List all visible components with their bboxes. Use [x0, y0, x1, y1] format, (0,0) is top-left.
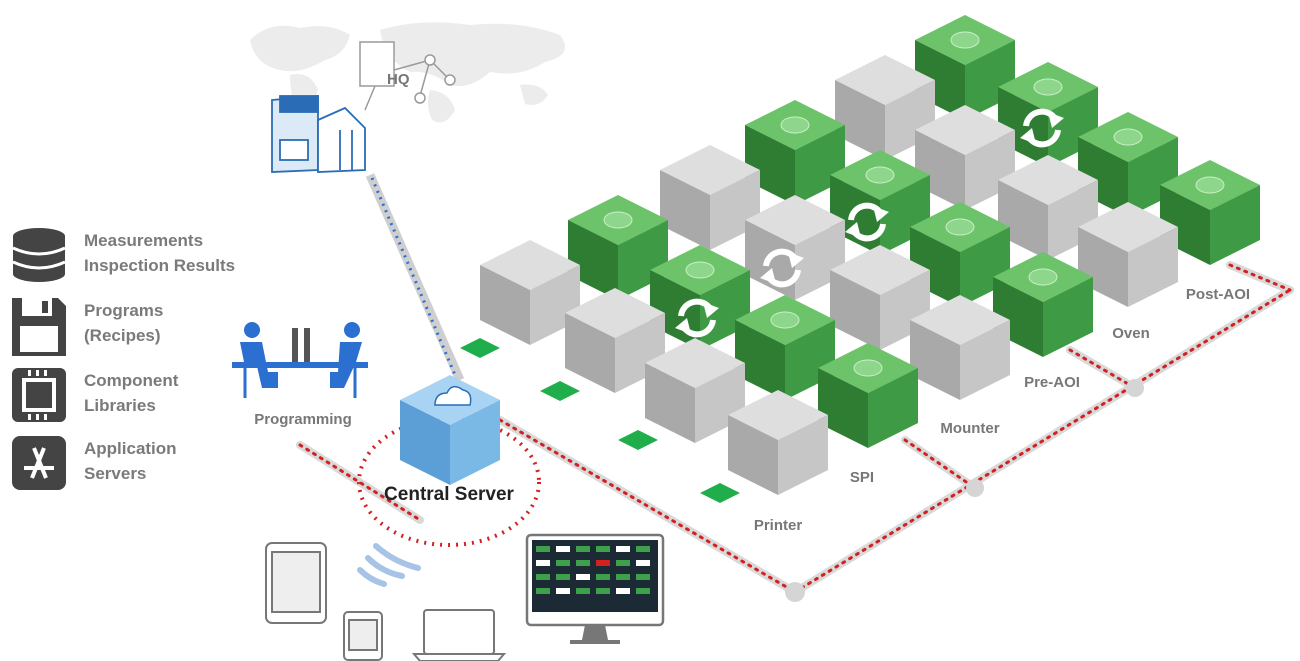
cube-face: [1210, 185, 1260, 265]
inspection-lens: [685, 261, 715, 279]
inspection-lens: [950, 31, 980, 49]
cube-face: [818, 368, 868, 448]
legend-label-line: Servers: [84, 464, 147, 483]
inspection-machine-cube: [735, 295, 835, 400]
conveyor-tab: [700, 483, 740, 503]
cube-face: [960, 320, 1010, 400]
legend-label: Programs (Recipes): [84, 298, 163, 348]
inspection-lens: [865, 166, 895, 184]
station-label-pre-aoi: Pre-AOI: [1024, 374, 1080, 391]
inspection-lens: [1028, 268, 1058, 286]
legend-label-line: Application: [84, 439, 177, 458]
programmers-icon: [232, 322, 368, 398]
cube-face: [735, 320, 785, 400]
sync-arrowhead: [1048, 112, 1064, 128]
hq-link-dots: [370, 177, 457, 376]
central-server-cube[interactable]: [400, 375, 500, 485]
sync-arrowhead: [788, 252, 804, 268]
sync-arrows-icon: [760, 248, 804, 288]
cube-face: [480, 265, 530, 345]
sync-arrows-icon: [845, 202, 889, 242]
sync-arrowhead: [675, 318, 691, 334]
station-label-oven: Oven: [1112, 325, 1150, 342]
conveyor-tab: [540, 381, 580, 401]
cube-face: [868, 368, 918, 448]
process-machine-cube: [480, 240, 580, 345]
conveyor-tab: [460, 338, 500, 358]
cube-face: [998, 180, 1048, 260]
sync-arrows-icon: [675, 298, 719, 338]
station-label-printer: Printer: [754, 517, 803, 534]
sync-arrowhead: [760, 268, 776, 284]
inspection-machine-cube: [818, 343, 918, 448]
inspection-lens: [853, 359, 883, 377]
cube-face: [778, 415, 828, 495]
cube-face: [1128, 227, 1178, 307]
process-machine-cube: [1078, 202, 1178, 307]
station-label-spi: SPI: [850, 469, 874, 486]
hq-network-nodes: [359, 41, 456, 111]
legend-label-line: (Recipes): [84, 326, 161, 345]
inspection-lens: [603, 211, 633, 229]
cube-face: [830, 270, 880, 350]
legend-label-line: Programs: [84, 301, 164, 320]
phone-icon: [343, 611, 383, 661]
cube-face: [910, 320, 960, 400]
legend-label-line: Libraries: [84, 396, 156, 415]
cube-face: [1043, 277, 1093, 357]
monitor-icon: [525, 533, 665, 644]
factory-building-icon: [271, 95, 366, 173]
cube-face: [835, 80, 885, 160]
sync-arrowhead: [845, 222, 861, 238]
inspection-lens: [770, 311, 800, 329]
inspection-lens: [1195, 176, 1225, 194]
cube-face: [645, 363, 695, 443]
process-machine-cube: [910, 295, 1010, 400]
legend-label-line: Component: [84, 371, 179, 390]
hq-label: HQ: [387, 71, 410, 88]
central-server-label: Central Server: [384, 484, 515, 505]
sync-arrowhead: [873, 206, 889, 222]
station-label-post-aoi: Post-AOI: [1186, 286, 1250, 303]
tablet-icon: [265, 542, 327, 624]
world-map-backdrop: [250, 22, 565, 123]
legend-label-line: Measurements: [84, 231, 204, 250]
cube-face: [565, 313, 615, 393]
cube-face: [728, 415, 778, 495]
cube-face: [660, 170, 710, 250]
inspection-lens: [780, 116, 810, 134]
machine-cubes: [460, 15, 1260, 503]
inspection-lens: [1113, 128, 1143, 146]
sync-arrowhead: [1020, 128, 1036, 144]
inspection-lens: [945, 218, 975, 236]
process-machine-cube: [565, 288, 665, 393]
laptop-icon: [411, 609, 507, 661]
station-label-mounter: Mounter: [940, 420, 999, 437]
cloud-icon: [434, 385, 472, 406]
cube-face: [568, 220, 618, 300]
legend-label-line: Inspection Results: [84, 256, 236, 275]
sync-arrows-icon: [1020, 108, 1064, 148]
process-machine-cube: [728, 390, 828, 495]
inspection-machine-cube: [568, 195, 668, 300]
hq-link: [365, 173, 465, 382]
wifi-icon: [357, 543, 421, 587]
conveyor-tab: [618, 430, 658, 450]
programming-label: Programming: [254, 411, 352, 428]
inspection-lens: [1033, 78, 1063, 96]
sync-arrowhead: [703, 302, 719, 318]
central-server-ring: [357, 417, 541, 547]
